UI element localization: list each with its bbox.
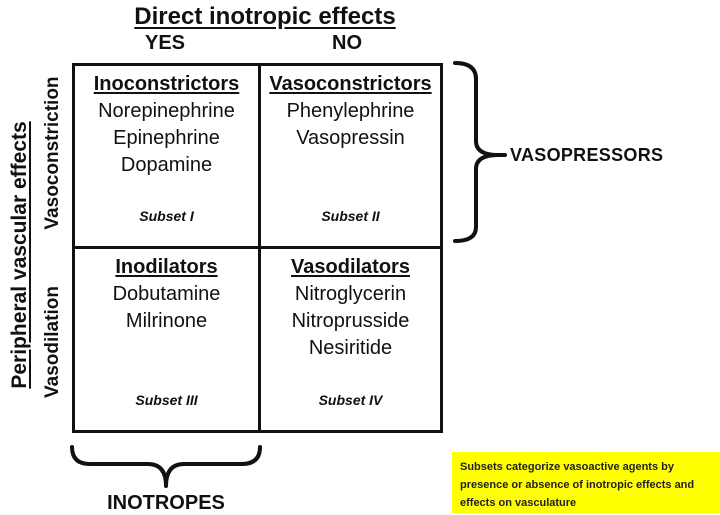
drug-name: Nitroglycerin bbox=[294, 283, 407, 305]
subset-label: Subset IV bbox=[318, 392, 383, 408]
drug-name: Phenylephrine bbox=[286, 100, 415, 122]
inotropes-brace-icon bbox=[70, 445, 262, 488]
column-header-yes: YES bbox=[144, 32, 186, 54]
quadrant-title: Inoconstrictors bbox=[93, 73, 240, 95]
quadrant-inodilators: Inodilators Dobutamine Milrinone Subset … bbox=[75, 249, 258, 430]
column-header-no: NO bbox=[332, 32, 362, 54]
drug-name: Epinephrine bbox=[113, 127, 220, 149]
subset-label: Subset II bbox=[321, 208, 380, 224]
drug-name: Dobutamine bbox=[112, 283, 221, 305]
quadrant-vasodilators: Vasodilators Nitroglycerin Nitroprusside… bbox=[261, 249, 440, 430]
vasopressors-label: VASOPRESSORS bbox=[510, 145, 664, 165]
quadrant-title: Inodilators bbox=[115, 256, 218, 278]
note-line: presence or absence of inotropic effects… bbox=[460, 479, 695, 491]
subset-label: Subset I bbox=[139, 208, 194, 224]
grid-horizontal-divider bbox=[75, 246, 440, 249]
y-axis-title: Peripheral vascular effects bbox=[8, 121, 31, 389]
quadrant-title: Vasoconstrictors bbox=[269, 73, 432, 95]
subset-label: Subset III bbox=[135, 392, 198, 408]
quadrant-title: Vasodilators bbox=[291, 256, 410, 278]
note-line: Subsets categorize vasoactive agents by bbox=[460, 461, 674, 473]
note-box: Subsets categorize vasoactive agents by … bbox=[452, 452, 720, 513]
diagram-title: Direct inotropic effects bbox=[134, 3, 396, 30]
drug-name: Nitroprusside bbox=[291, 310, 410, 332]
drug-name: Vasopressin bbox=[296, 127, 405, 149]
drug-name: Dopamine bbox=[120, 154, 213, 176]
drug-name: Norepinephrine bbox=[98, 100, 235, 122]
drug-name: Nesiritide bbox=[308, 337, 393, 359]
matrix-grid: Inoconstrictors Norepinephrine Epinephri… bbox=[72, 63, 443, 433]
row-label-vasoconstriction: Vasoconstriction bbox=[42, 76, 63, 230]
drug-name: Milrinone bbox=[125, 310, 208, 332]
vasopressors-brace-icon bbox=[453, 61, 507, 243]
quadrant-inoconstrictors: Inoconstrictors Norepinephrine Epinephri… bbox=[75, 66, 258, 246]
quadrant-vasoconstrictors: Vasoconstrictors Phenylephrine Vasopress… bbox=[261, 66, 440, 246]
inotropes-label: INOTROPES bbox=[107, 492, 225, 514]
note-line: effects on vasculature bbox=[460, 497, 577, 509]
row-label-vasodilation: Vasodilation bbox=[42, 286, 63, 398]
